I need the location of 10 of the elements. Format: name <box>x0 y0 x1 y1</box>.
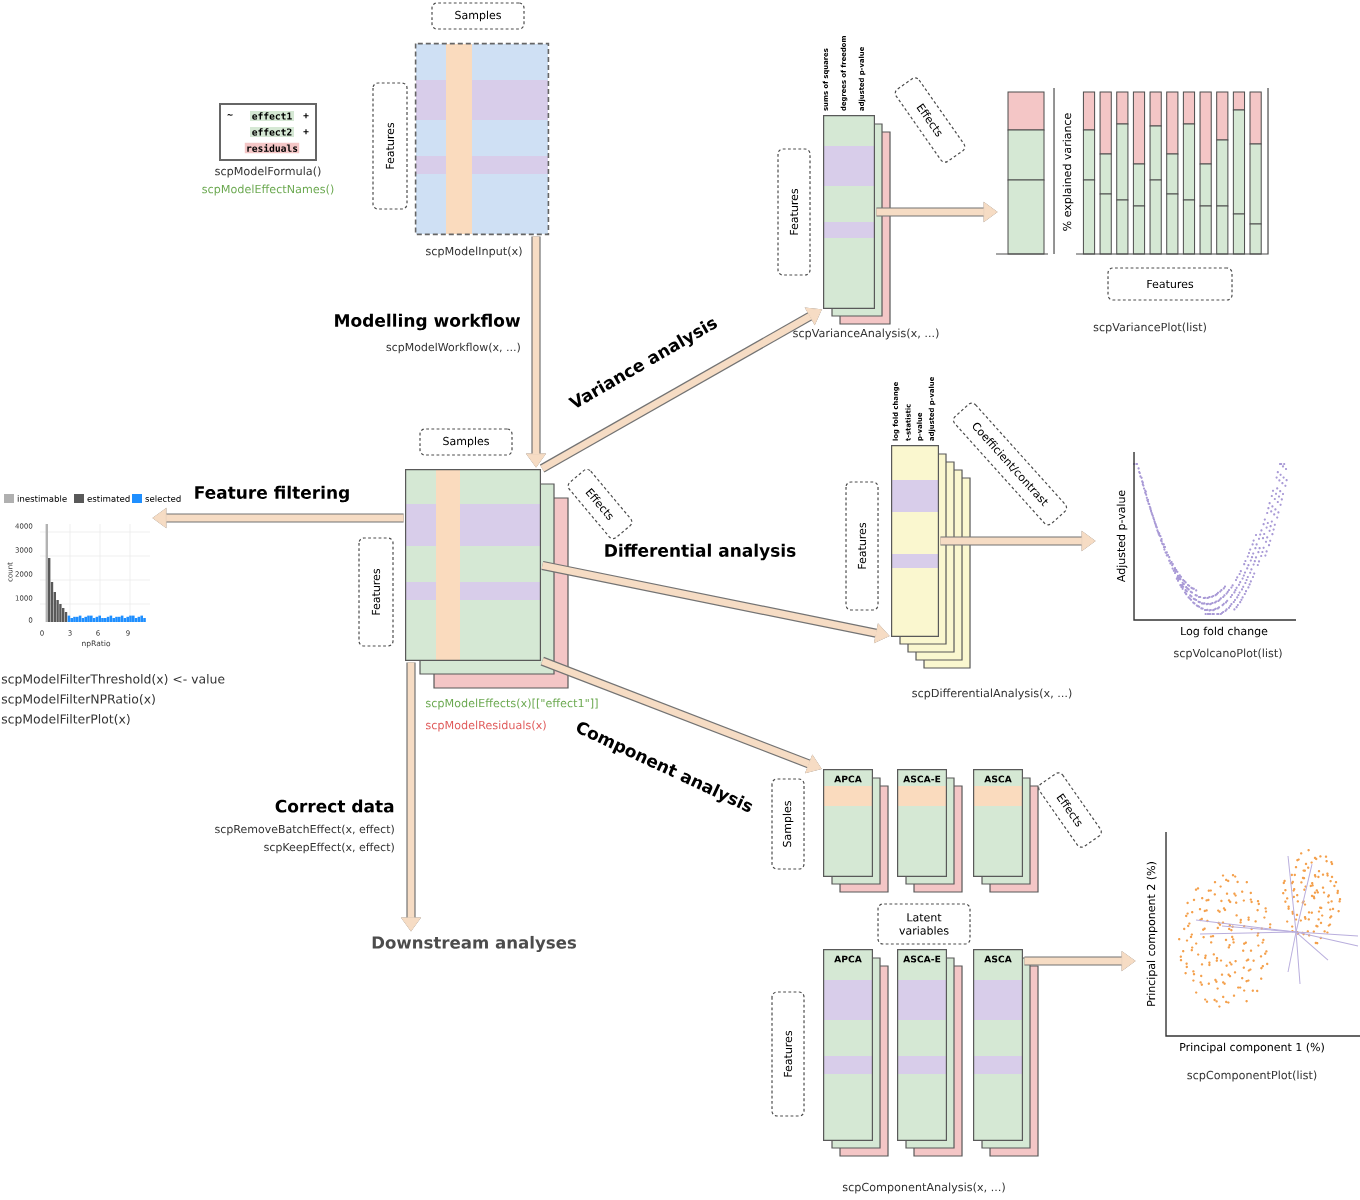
edge-label: Modelling workflow <box>335 313 520 331</box>
data-matrix <box>414 42 550 236</box>
data-matrix <box>405 469 569 689</box>
edge-label: Differential analysis <box>605 543 796 561</box>
edge-label: Feature filtering <box>195 485 349 503</box>
edge-label: Correct data <box>275 799 394 813</box>
block-arrow <box>539 307 822 473</box>
histogram-chart <box>39 523 151 623</box>
block-arrow <box>540 656 822 774</box>
section-heading: Downstream analyses <box>372 935 577 953</box>
